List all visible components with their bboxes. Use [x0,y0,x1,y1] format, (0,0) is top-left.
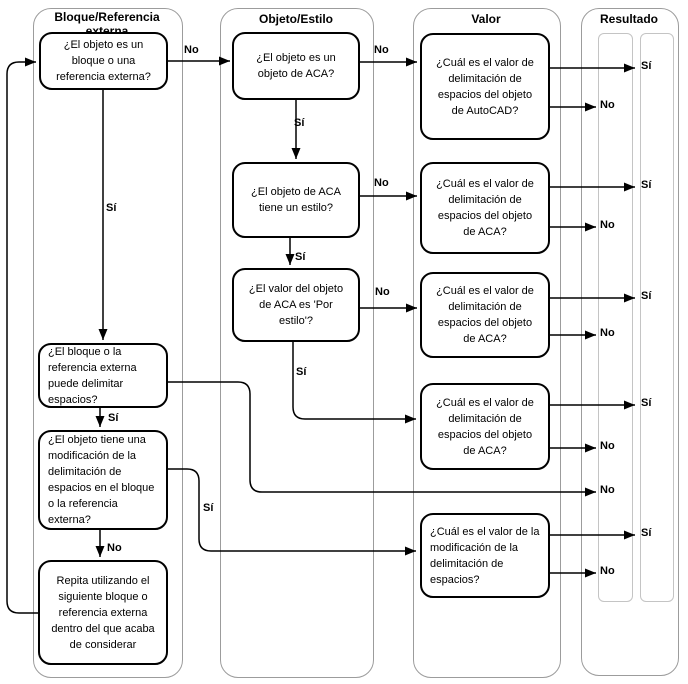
swimlane-objeto-estilo [220,8,374,678]
result-label-no-1: No [600,99,615,111]
result-lane-si [640,33,674,602]
result-label-si-5: Sí [641,527,652,539]
edge-label-override-si: Sí [203,502,214,514]
result-lane-no [598,33,633,602]
node-repeat-next-block: Repita utilizando el siguiente bloque o … [38,560,168,665]
lane-title-objeto-estilo: Objeto/Estilo [258,12,333,26]
node-has-space-bound-override: ¿El objeto tiene una modificación de la … [38,430,168,530]
edge-label-canbound-si: Sí [108,412,119,424]
edge-label-style-no: No [374,177,389,189]
result-label-si-2: Sí [641,179,652,191]
node-is-block-or-xref: ¿El objeto es un bloque o una referencia… [39,32,168,90]
node-aca-bound-value-3: ¿Cuál es el valor de delimitación de esp… [420,383,550,470]
lane-title-valor: Valor [471,12,501,26]
edge-label-aca-no: No [374,44,389,56]
node-can-block-bound-spaces: ¿El bloque o la referencia externa puede… [38,343,168,408]
result-label-no-4: No [600,440,615,452]
node-aca-bound-value-1: ¿Cuál es el valor de delimitación de esp… [420,162,550,254]
edge-label-block-no: No [184,44,199,56]
edge-label-bystyle-no: No [375,286,390,298]
edge-label-aca-si: Sí [294,117,305,129]
edge-label-bystyle-si: Sí [296,366,307,378]
lane-title-resultado: Resultado [599,12,658,26]
node-aca-bound-value-2: ¿Cuál es el valor de delimitación de esp… [420,272,550,358]
swimlane-resultado [581,8,679,676]
result-label-no-3: No [600,327,615,339]
result-label-si-1: Sí [641,60,652,72]
result-label-si-3: Sí [641,290,652,302]
edge-label-style-si: Sí [295,251,306,263]
node-override-bound-value: ¿Cuál es el valor de la modificación de … [420,513,550,598]
node-value-by-style: ¿El valor del objeto de ACA es 'Por esti… [232,268,360,342]
edge-label-override-no: No [107,542,122,554]
edge-label-block-si: Sí [106,202,117,214]
node-is-aca-object: ¿El objeto es un objeto de ACA? [232,32,360,100]
node-autocad-bound-value: ¿Cuál es el valor de delimitación de esp… [420,33,550,140]
result-label-si-4: Sí [641,397,652,409]
result-label-no-5: No [600,484,615,496]
result-label-no-6: No [600,565,615,577]
node-aca-has-style: ¿El objeto de ACA tiene un estilo? [232,162,360,238]
result-label-no-2: No [600,219,615,231]
